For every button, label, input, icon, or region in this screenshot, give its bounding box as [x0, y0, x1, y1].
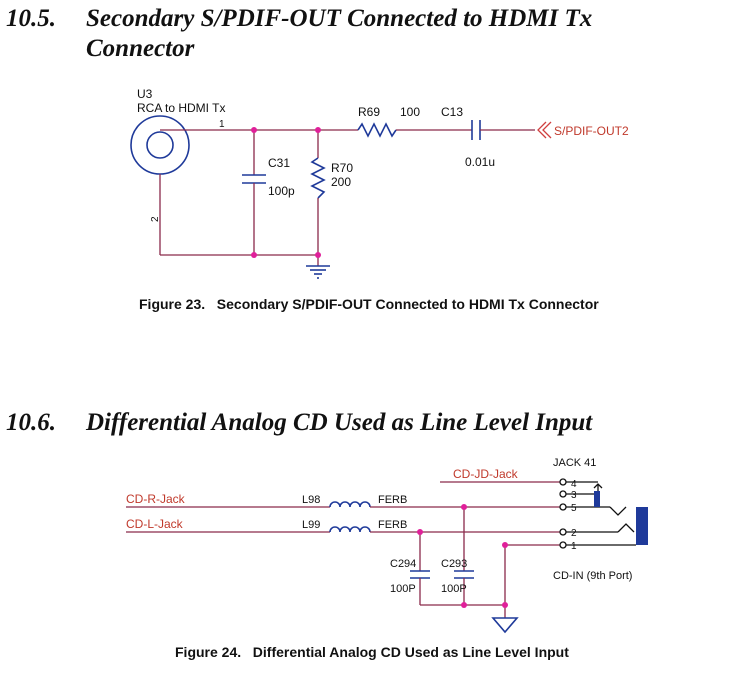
- ground-icon: [306, 265, 330, 279]
- net-label-cd-jd: CD-JD-Jack: [453, 467, 519, 481]
- jack-pin-label: 1: [571, 541, 577, 552]
- c31-ref: C31: [268, 156, 290, 170]
- l98-value: FERB: [378, 494, 407, 506]
- jack-pin-label: 3: [571, 490, 577, 501]
- pin-1-label: 1: [219, 119, 225, 130]
- inductor-l99-symbol: [329, 526, 371, 533]
- junction-dot: [315, 127, 321, 133]
- pin-2-label: 2: [150, 216, 161, 222]
- section-number: 10.5.: [6, 5, 56, 32]
- jack-ref: JACK 41: [553, 457, 596, 469]
- section-title-line1: Secondary S/PDIF-OUT Connected to HDMI T…: [86, 5, 593, 32]
- net-label-cd-l: CD-L-Jack: [126, 517, 184, 531]
- figure-24-caption: Figure 24. Differential Analog CD Used a…: [175, 644, 569, 660]
- resistor-r70-symbol: [310, 157, 326, 199]
- jack-name: CD-IN (9th Port): [553, 570, 632, 582]
- r69-ref: R69: [358, 105, 380, 119]
- capacitor-c293-symbol: [454, 570, 474, 579]
- figure-23-caption: Figure 23. Secondary S/PDIF-OUT Connecte…: [139, 296, 599, 312]
- capacitor-c294-symbol: [410, 570, 430, 579]
- jack-pin-label: 4: [571, 479, 577, 490]
- junction-dot: [251, 127, 257, 133]
- section-title: Differential Analog CD Used as Line Leve…: [86, 409, 593, 436]
- r70-ref: R70: [331, 161, 353, 175]
- connector-ref: U3: [137, 87, 153, 101]
- ground-icon: [491, 617, 519, 634]
- junction-dot: [461, 504, 467, 510]
- c293-ref: C293: [441, 558, 467, 570]
- capacitor-c13-symbol: [471, 120, 481, 140]
- net-arrow-icon: [537, 121, 547, 139]
- section-title-line2: Connector: [86, 35, 195, 62]
- c31-value: 100p: [268, 184, 295, 198]
- section-heading-10-5: 10.5. Secondary S/PDIF-OUT Connected to H…: [6, 4, 592, 64]
- jack-pin-label: 2: [571, 528, 577, 539]
- junction-dot: [502, 602, 508, 608]
- figure-24-schematic: CD-R-Jack CD-L-Jack CD-JD-Jack L98 FERB …: [126, 457, 648, 634]
- junction-dot: [502, 542, 508, 548]
- c13-ref: C13: [441, 105, 463, 119]
- junction-dot: [251, 252, 257, 258]
- junction-dot: [417, 529, 423, 535]
- jack-pin-label: 5: [571, 503, 577, 514]
- net-label-cd-r: CD-R-Jack: [126, 492, 186, 506]
- rca-connector-symbol: [130, 115, 254, 255]
- section-heading-10-6: 10.6. Differential Analog CD Used as Line…: [6, 408, 592, 438]
- l99-value: FERB: [378, 519, 407, 531]
- c13-value: 0.01u: [465, 155, 495, 169]
- junction-dot: [315, 252, 321, 258]
- c293-value: 100P: [441, 583, 467, 595]
- c294-value: 100P: [390, 583, 416, 595]
- r70-value: 200: [331, 175, 351, 189]
- l98-ref: L98: [302, 494, 320, 506]
- jack-41-symbol: [559, 478, 648, 549]
- figure-23-schematic: U3 RCA to HDMI Tx 1 2 R69 100 C13 0.01u …: [130, 87, 629, 279]
- net-label-spdif-out2: S/PDIF-OUT2: [554, 124, 629, 138]
- r69-value: 100: [400, 105, 420, 119]
- section-number: 10.6.: [6, 409, 56, 436]
- resistor-r69-symbol: [357, 122, 397, 138]
- connector-name: RCA to HDMI Tx: [137, 101, 225, 115]
- capacitor-c31-symbol: [242, 174, 266, 184]
- inductor-l98-symbol: [329, 501, 371, 508]
- junction-dot: [461, 602, 467, 608]
- l99-ref: L99: [302, 519, 320, 531]
- c294-ref: C294: [390, 558, 416, 570]
